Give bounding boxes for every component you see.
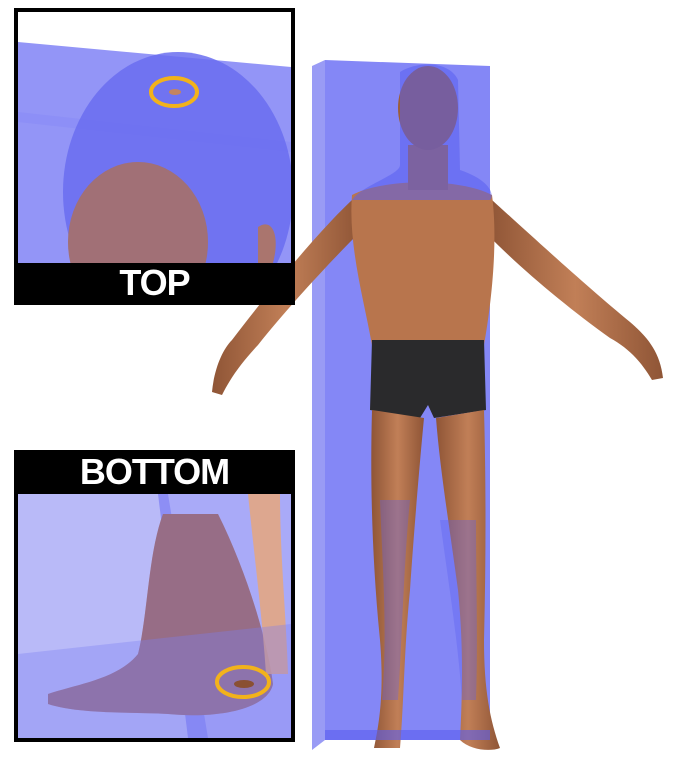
inset-bottom-label: BOTTOM	[14, 452, 295, 492]
inset-top-image	[18, 12, 291, 263]
inset-top: TOP	[14, 8, 295, 305]
inset-top-label: TOP	[14, 263, 295, 303]
inset-bottom: BOTTOM	[14, 450, 295, 742]
bounding-box-side	[312, 60, 325, 750]
inset-bottom-image	[18, 494, 291, 738]
